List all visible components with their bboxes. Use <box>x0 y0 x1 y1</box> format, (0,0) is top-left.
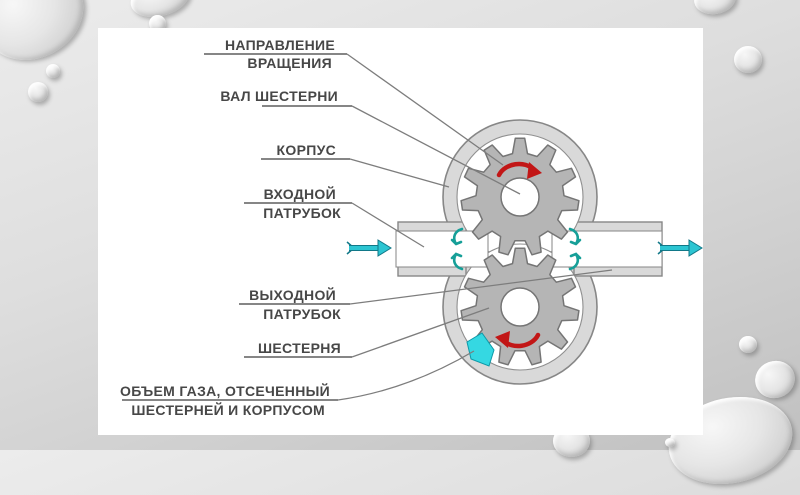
water-droplet <box>665 438 675 447</box>
label-gas-line1: ОБЪЕМ ГАЗА, ОТСЕЧЕННЫЙ <box>120 382 330 399</box>
label-inlet-line1: ВХОДНОЙ <box>264 185 336 202</box>
label-gear: ШЕСТЕРНЯ <box>258 340 341 356</box>
water-droplet <box>739 336 757 353</box>
outlet-pipe-bore <box>551 230 663 268</box>
gear-shaft-hole-top <box>500 177 540 217</box>
water-droplet <box>749 355 800 404</box>
diagram-panel: НАПРАВЛЕНИЕ ВРАЩЕНИЯ ВАЛ ШЕСТЕРНИ КОРПУС… <box>98 28 703 435</box>
leader-gear <box>351 307 490 358</box>
label-gas-line2: ШЕСТЕРНЕЙ И КОРПУСОМ <box>131 401 325 418</box>
inlet-flow-arrow <box>346 239 392 257</box>
leader-gas <box>337 350 475 401</box>
label-inlet-line2: ПАТРУБОК <box>263 205 341 221</box>
rotation-arrow-top <box>496 161 542 179</box>
leader-shaft <box>351 105 521 195</box>
leader-housing <box>349 158 450 188</box>
water-droplet <box>149 15 166 32</box>
leader-outlet <box>349 269 613 305</box>
outlet-flow-arrow <box>657 239 703 257</box>
label-direction-line2: ВРАЩЕНИЯ <box>247 55 332 71</box>
callout-underlines <box>122 53 352 401</box>
inlet-pipe-bore <box>395 230 489 268</box>
leader-inlet <box>351 202 425 248</box>
gear-shaft-hole-bottom <box>500 287 540 327</box>
label-outlet-line2: ПАТРУБОК <box>263 306 341 322</box>
leader-lines <box>337 53 613 401</box>
gear-pump-diagram: НАПРАВЛЕНИЕ ВРАЩЕНИЯ ВАЛ ШЕСТЕРНИ КОРПУС… <box>120 37 703 418</box>
gas-volume-highlight <box>466 332 495 367</box>
water-droplet <box>46 64 60 78</box>
water-droplet <box>691 0 739 18</box>
label-housing: КОРПУС <box>277 142 336 158</box>
rotation-arrow-bottom <box>495 331 541 349</box>
water-droplet <box>28 82 48 102</box>
label-direction-line1: НАПРАВЛЕНИЕ <box>225 37 335 53</box>
waist-flow-hooks <box>450 227 582 271</box>
leader-direction <box>346 53 504 166</box>
label-shaft: ВАЛ ШЕСТЕРНИ <box>220 88 338 104</box>
water-droplet <box>734 46 762 73</box>
label-outlet-line1: ВЫХОДНОЙ <box>249 286 336 303</box>
